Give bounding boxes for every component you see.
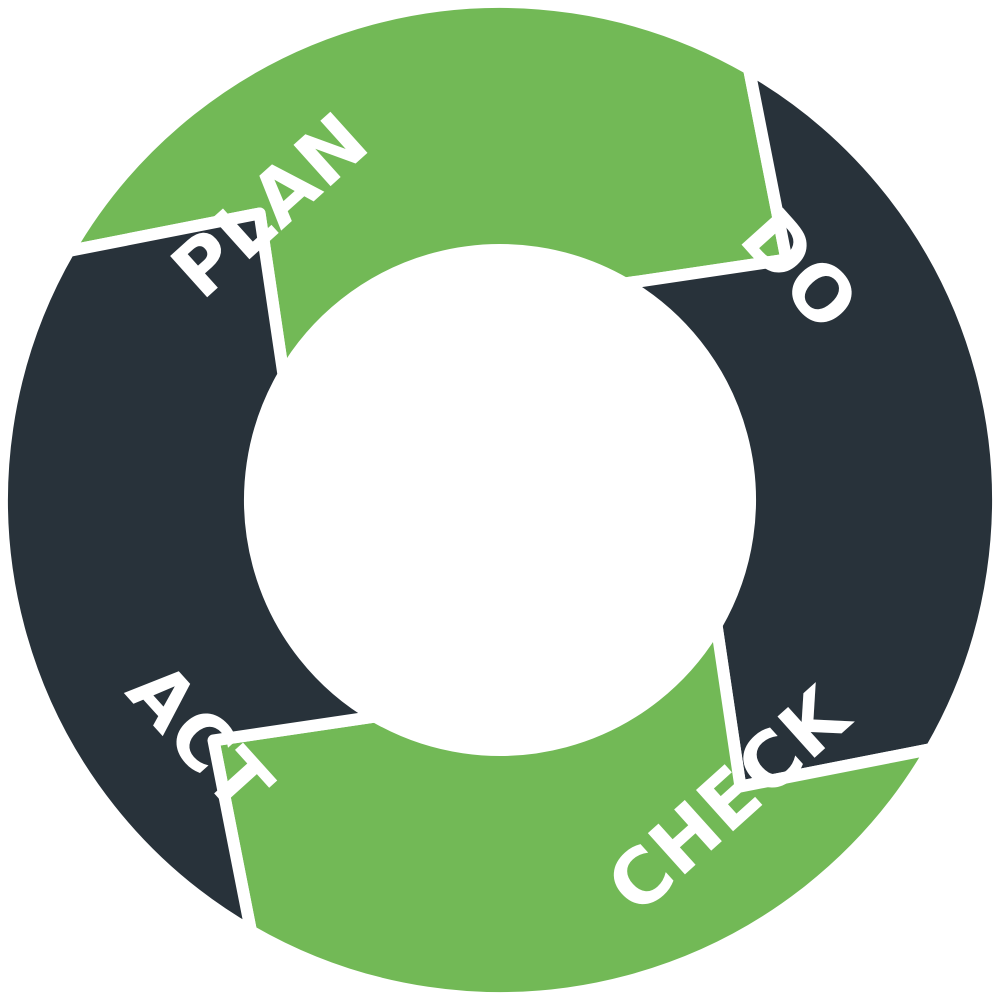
center-hole <box>250 250 750 750</box>
